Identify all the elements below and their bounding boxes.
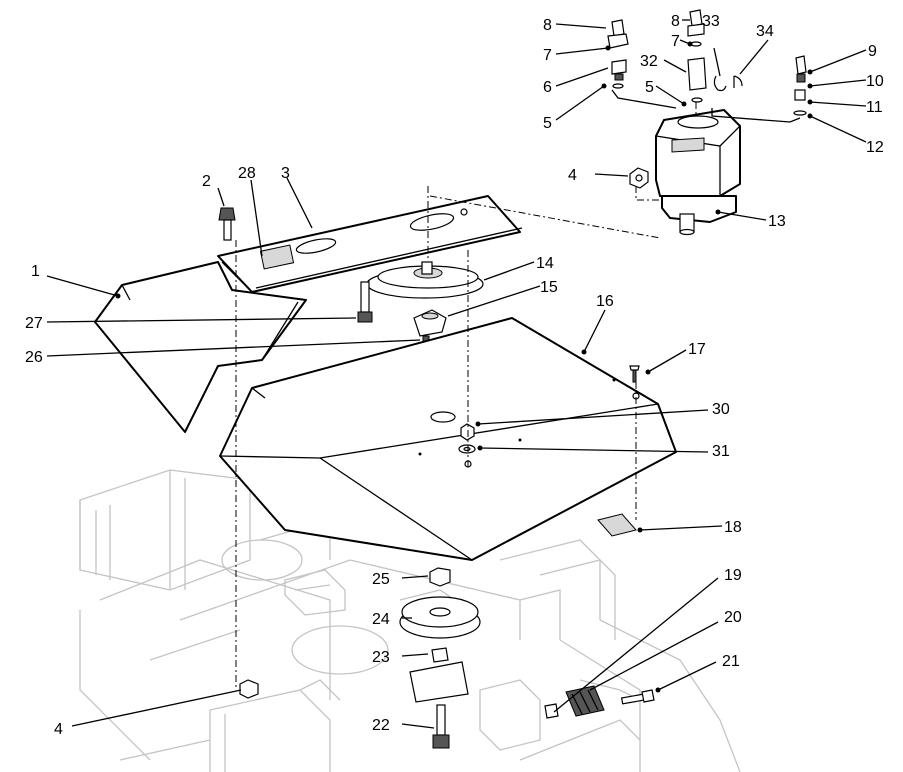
bolt-22 bbox=[432, 704, 450, 749]
bolt-27 bbox=[357, 281, 373, 323]
nut-25 bbox=[429, 567, 451, 587]
callout-13: 13 bbox=[768, 213, 786, 230]
screw-21 bbox=[620, 689, 655, 705]
callout-33: 33 bbox=[702, 13, 720, 30]
clamp-33-34 bbox=[713, 75, 743, 92]
callout-24: 24 bbox=[372, 611, 390, 628]
callout-25: 25 bbox=[372, 571, 390, 588]
regulator-20 bbox=[565, 685, 605, 717]
bolt-2 bbox=[218, 207, 236, 241]
cover bbox=[219, 317, 677, 561]
motor bbox=[655, 109, 741, 236]
chassis-frame bbox=[79, 469, 741, 772]
callout-21: 21 bbox=[722, 653, 740, 670]
callout-18: 18 bbox=[724, 519, 742, 536]
callout-19: 19 bbox=[724, 567, 742, 584]
callout-3: 3 bbox=[281, 165, 290, 182]
assembly-lines bbox=[235, 89, 801, 690]
callout-23: 23 bbox=[372, 649, 390, 666]
callout-10: 10 bbox=[866, 73, 884, 90]
upper-pulley bbox=[366, 261, 484, 299]
deck-plate bbox=[94, 261, 307, 433]
bracket-18 bbox=[597, 513, 637, 537]
callout-7-left: 7 bbox=[543, 47, 552, 64]
callout-7-center: 7 bbox=[671, 33, 680, 50]
callout-4-upper: 4 bbox=[568, 167, 577, 184]
screw-17 bbox=[629, 365, 640, 383]
callout-11: 11 bbox=[866, 99, 883, 116]
callout-2: 2 bbox=[202, 173, 211, 190]
callout-1: 1 bbox=[31, 263, 40, 280]
callout-27: 27 bbox=[25, 315, 43, 332]
callout-16: 16 bbox=[596, 293, 614, 310]
callout-8-center: 8 bbox=[671, 13, 680, 30]
callout-14: 14 bbox=[536, 255, 554, 272]
callout-5-center: 5 bbox=[645, 79, 654, 96]
callout-5-left: 5 bbox=[543, 115, 552, 132]
callout-6: 6 bbox=[543, 79, 552, 96]
fitting-left bbox=[607, 19, 629, 89]
mounting-plate bbox=[217, 195, 523, 293]
callout-22: 22 bbox=[372, 717, 390, 734]
callouts: 1 2 3 4 4 5 5 6 7 7 8 8 9 10 11 12 13 14… bbox=[25, 13, 884, 738]
callout-9: 9 bbox=[868, 43, 877, 60]
bracket-lower bbox=[409, 661, 469, 703]
spacer-23 bbox=[431, 647, 449, 663]
nut-4-upper bbox=[629, 167, 649, 189]
callout-4-lower: 4 bbox=[54, 721, 63, 738]
callout-31: 31 bbox=[712, 443, 730, 460]
callout-15: 15 bbox=[540, 279, 558, 296]
callout-28: 28 bbox=[238, 165, 256, 182]
callout-17: 17 bbox=[688, 341, 706, 358]
fitting-right bbox=[793, 55, 807, 116]
callout-20: 20 bbox=[724, 609, 742, 626]
callout-30: 30 bbox=[712, 401, 730, 418]
fitting-center bbox=[687, 9, 707, 103]
leader-lines bbox=[46, 19, 867, 729]
lower-pulley bbox=[399, 596, 481, 639]
nut-4-lower bbox=[239, 679, 259, 699]
clip-19 bbox=[544, 703, 559, 719]
callout-34: 34 bbox=[756, 23, 774, 40]
callout-26: 26 bbox=[25, 349, 43, 366]
hub bbox=[413, 309, 447, 345]
callout-8-left: 8 bbox=[543, 17, 552, 34]
callout-32: 32 bbox=[640, 53, 658, 70]
callout-12: 12 bbox=[866, 139, 884, 156]
washer-31 bbox=[458, 444, 476, 454]
leader-dots bbox=[115, 41, 813, 693]
